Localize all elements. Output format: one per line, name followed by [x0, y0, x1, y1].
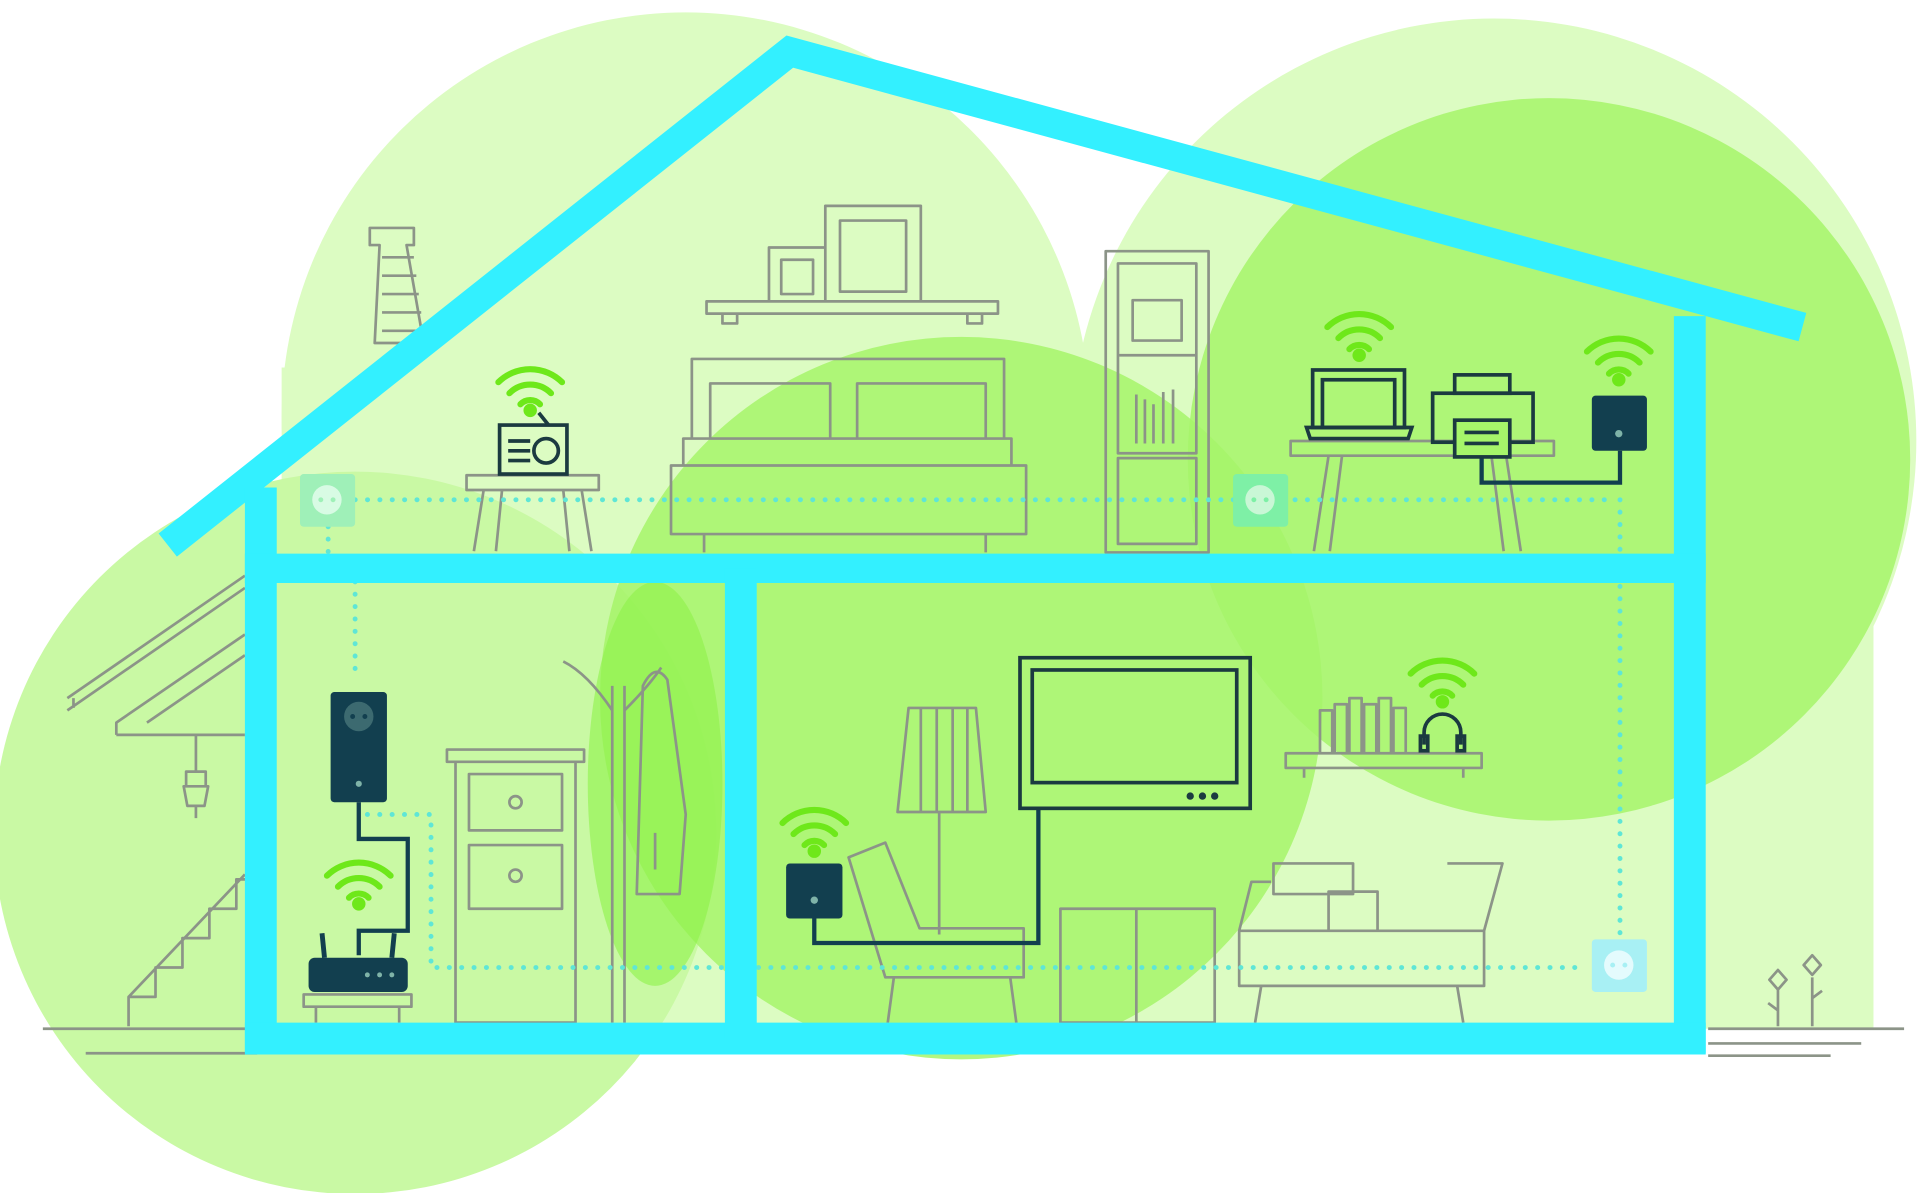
roof [158, 35, 1807, 557]
upper-floor-furniture [465, 204, 1556, 554]
desk [1289, 439, 1556, 552]
canopy-icon [66, 574, 246, 737]
devices [308, 368, 1647, 993]
outdoor-lamp-icon [182, 734, 210, 819]
powerline-wiring [325, 497, 1623, 970]
bookcase-icon [1104, 249, 1210, 554]
printer-icon [1430, 373, 1535, 459]
powerline-adapter-icon [1591, 395, 1647, 451]
socket-upper-right [1233, 474, 1289, 527]
wifi-signals [323, 311, 1654, 911]
stairs-icon [127, 873, 249, 1027]
flower-icon [1767, 953, 1823, 1027]
coverage-strong-center [600, 336, 1323, 1060]
wifi-icon-radio [495, 366, 566, 418]
router-icon [308, 932, 408, 993]
headphones-icon [1418, 712, 1467, 753]
bookshelf-icon [1284, 696, 1483, 778]
shelf-frames [705, 204, 1000, 325]
armchair-icon [847, 841, 1026, 1023]
coverage-strong-hall [587, 581, 723, 986]
exterior-details [42, 226, 1905, 1058]
wifi-icon-living-adapter [779, 806, 850, 858]
coat-rack-icon [562, 660, 688, 1023]
wifi-icon-headphones [1407, 657, 1478, 709]
side-table [465, 473, 601, 552]
wifi-icon-router [323, 859, 394, 911]
socket-upper-left [300, 474, 356, 527]
ground-line [42, 1027, 1905, 1058]
powerline-adapter-plug-icon [330, 692, 387, 803]
powerline-adapter-living-icon [786, 863, 843, 919]
socket-lower-right [1591, 939, 1647, 993]
sofa-icon [1237, 862, 1504, 1023]
wifi-icon-upper-adapter [1583, 335, 1654, 387]
house-frame [158, 35, 1807, 1055]
coverage-areas [0, 12, 1917, 1193]
floor-lamp-icon [896, 706, 988, 935]
bed-icon [669, 357, 1028, 553]
laptop-icon [1303, 368, 1415, 441]
radio-icon [497, 411, 569, 476]
coverage-strong-right [1187, 98, 1911, 821]
television-icon [1018, 655, 1253, 811]
router-table [302, 993, 413, 1023]
sockets [300, 474, 1647, 993]
network-cables [356, 450, 1623, 956]
wifi-icon-laptop [1324, 311, 1395, 363]
